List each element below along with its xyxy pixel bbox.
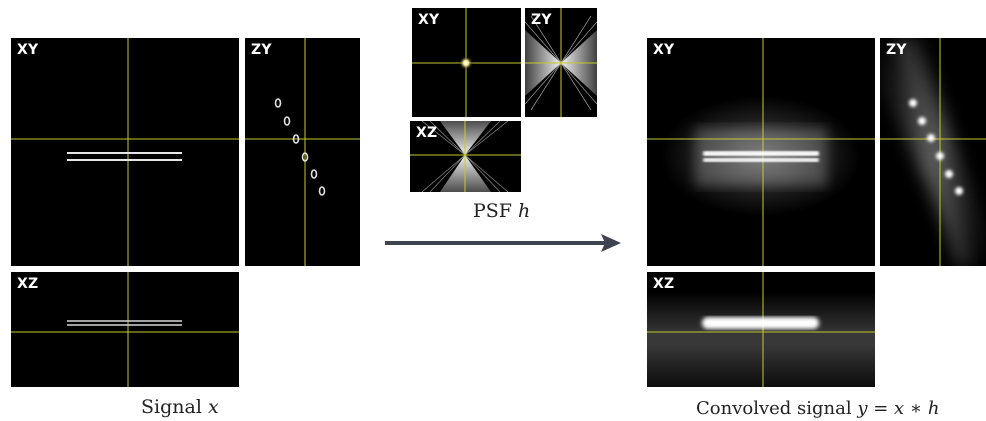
convolved-line-upper <box>703 151 819 156</box>
psf-xz-label: XZ <box>416 125 438 141</box>
convolved-caption-eq: y = x ∗ h <box>857 398 940 419</box>
psf-xy-panel: XY <box>412 8 521 117</box>
signal-xy-panel: XY <box>11 38 239 266</box>
signal-xz-label: XZ <box>17 276 39 292</box>
convolved-zy-label: ZY <box>886 42 907 58</box>
ring <box>310 169 318 179</box>
signal-xz-image <box>11 272 239 387</box>
ring <box>292 134 300 144</box>
signal-zy-label: ZY <box>251 42 272 58</box>
signal-zy-image <box>245 38 360 266</box>
ring <box>301 152 309 162</box>
psf-xz-panel: XZ <box>410 121 521 192</box>
convolved-xy-image <box>647 38 875 266</box>
convolved-zy-panel: ZY <box>880 38 986 266</box>
convolved-zy-image <box>880 38 986 266</box>
ring <box>318 186 326 196</box>
signal-zy-panel: ZY <box>245 38 360 266</box>
convolved-caption: Convolved signal y = x ∗ h <box>696 398 940 419</box>
psf-spot <box>459 56 473 70</box>
signal-caption-var: x <box>207 396 219 418</box>
signal-xy-image <box>11 38 239 266</box>
convolved-xz-bar <box>702 317 819 329</box>
convolved-xy-panel: XY <box>647 38 875 266</box>
ring <box>283 116 291 126</box>
convolved-xz-panel: XZ <box>647 272 875 387</box>
signal-caption: Signal x <box>141 396 219 418</box>
right-arrow-icon <box>385 234 621 252</box>
convolved-line-lower <box>703 158 819 162</box>
psf-caption: PSF h <box>473 200 531 222</box>
psf-caption-var: h <box>518 200 531 222</box>
convolved-xz-image <box>647 272 875 387</box>
convolved-xz-label: XZ <box>653 276 675 292</box>
signal-xy-label: XY <box>17 42 39 58</box>
signal-zy-rings <box>274 98 326 196</box>
psf-zy-image <box>525 8 597 117</box>
psf-zy-label: ZY <box>531 12 552 28</box>
convolved-xy-label: XY <box>653 42 675 58</box>
ring <box>274 98 282 108</box>
convolved-zy-spots <box>909 99 963 195</box>
psf-xz-image <box>410 121 521 192</box>
psf-xy-image <box>412 8 521 117</box>
signal-xz-panel: XZ <box>11 272 239 387</box>
psf-zy-panel: ZY <box>525 8 597 117</box>
psf-xy-label: XY <box>418 12 440 28</box>
